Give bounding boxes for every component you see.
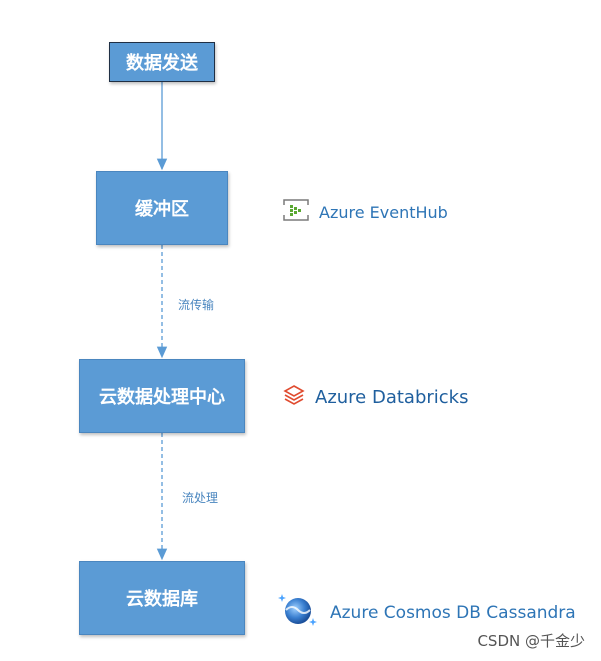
node-cloud-database: 云数据库: [79, 561, 245, 635]
node-cloud-database-label: 云数据库: [126, 589, 198, 610]
service-cosmos-db: Azure Cosmos DB Cassandra: [276, 590, 576, 635]
edge-label-stream-transfer: 流传输: [178, 298, 215, 312]
node-buffer-label: 缓冲区: [135, 199, 189, 220]
node-cloud-processing-center-label: 云数据处理中心: [99, 387, 225, 408]
eventhub-icon: [282, 199, 310, 225]
service-databricks-label: Azure Databricks: [315, 387, 469, 408]
node-cloud-processing-center: 云数据处理中心: [79, 359, 245, 433]
node-buffer: 缓冲区: [96, 171, 228, 245]
node-data-send-label: 数据发送: [126, 53, 198, 74]
watermark: CSDN @千金少: [477, 632, 585, 650]
service-cosmos-db-label: Azure Cosmos DB Cassandra: [330, 602, 576, 623]
databricks-icon: [283, 384, 305, 411]
service-databricks: Azure Databricks: [283, 384, 468, 411]
service-eventhub-label: Azure EventHub: [319, 202, 448, 222]
service-eventhub: Azure EventHub: [282, 199, 448, 225]
cosmos-db-icon: [276, 590, 320, 635]
edge-label-stream-process: 流处理: [182, 491, 219, 505]
node-data-send: 数据发送: [109, 42, 215, 82]
